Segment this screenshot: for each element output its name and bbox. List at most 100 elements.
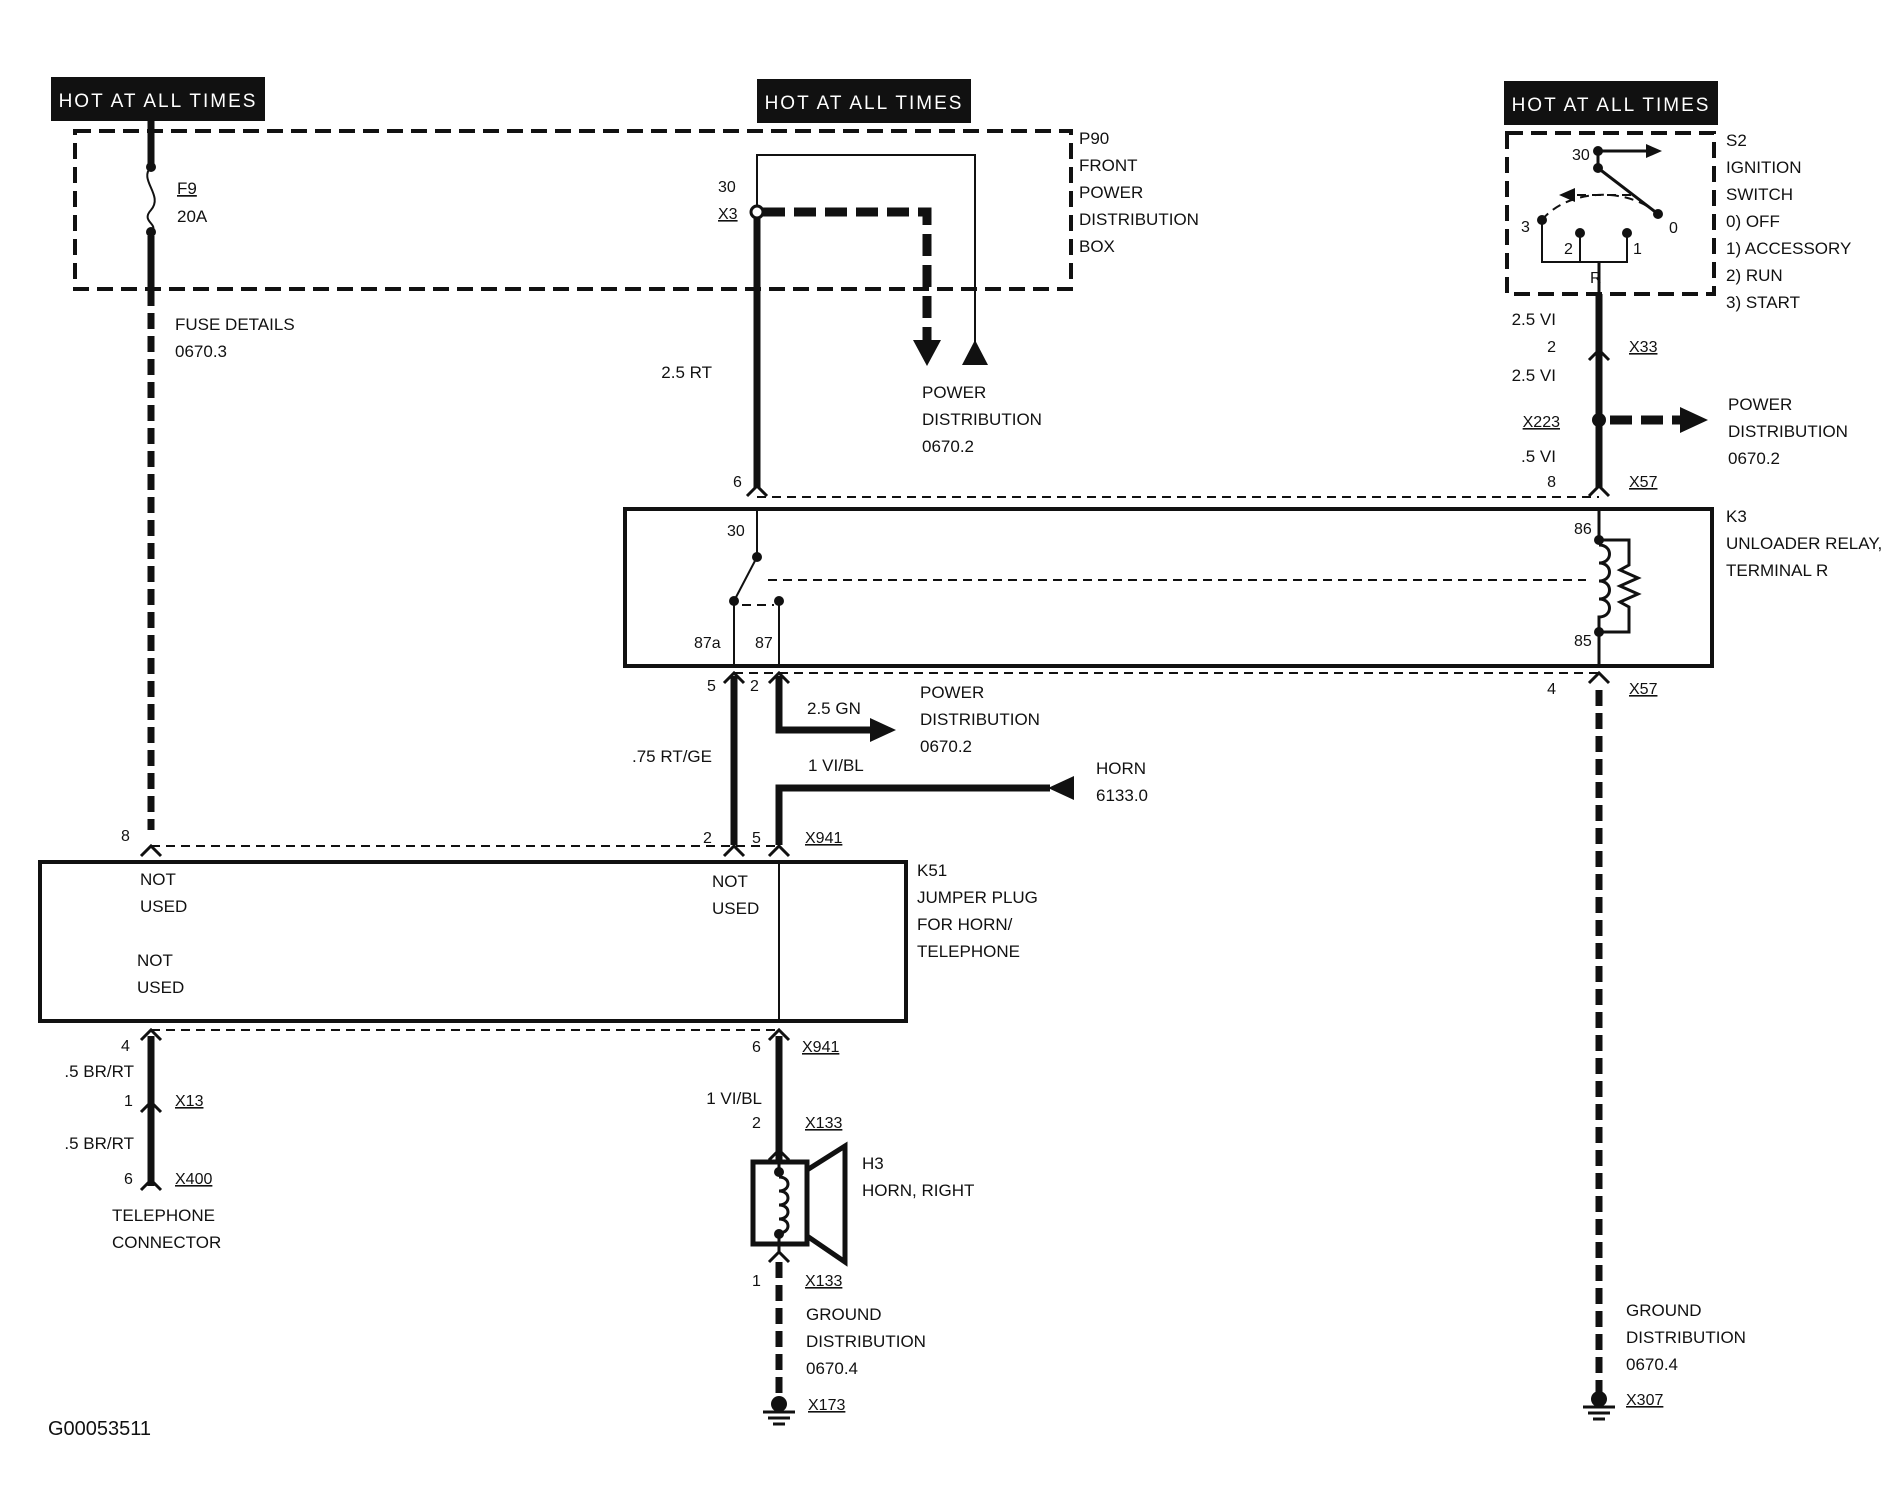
k51-id: K51 bbox=[917, 861, 947, 880]
h3-id: H3 bbox=[862, 1154, 884, 1173]
connector-chevron bbox=[722, 670, 746, 685]
ground-center-line1: GROUND bbox=[806, 1305, 882, 1324]
p90-line4: BOX bbox=[1079, 237, 1115, 256]
pin-5-rtge: 5 bbox=[707, 678, 716, 695]
k3-coil-icon bbox=[1594, 509, 1642, 666]
fuse-details-line2: 0670.3 bbox=[175, 342, 227, 361]
connector-chevron bbox=[139, 1027, 163, 1042]
pd-center-line3: 0670.2 bbox=[922, 437, 974, 456]
arrow-left-icon bbox=[1048, 776, 1074, 800]
wire-1-vi-bl-top bbox=[775, 784, 1050, 845]
connector-chevron bbox=[139, 843, 163, 858]
x173-label: X173 bbox=[808, 1397, 845, 1414]
connector-chevron bbox=[1587, 347, 1611, 362]
pin-1-x133: 1 bbox=[752, 1273, 761, 1290]
wire-vibl-top-label: 1 VI/BL bbox=[808, 756, 864, 775]
k3-pin-30: 30 bbox=[727, 523, 745, 540]
s2-line2: SWITCH bbox=[1726, 185, 1793, 204]
connector-chevron bbox=[767, 1027, 791, 1042]
s2-pin-3: 3 bbox=[1521, 219, 1530, 236]
x133-bottom-label: X133 bbox=[805, 1273, 842, 1290]
s2-line1: IGNITION bbox=[1726, 158, 1802, 177]
p90-line2: POWER bbox=[1079, 183, 1143, 202]
pin-6-x941: 6 bbox=[752, 1039, 761, 1056]
k3-pin-87a: 87a bbox=[694, 635, 721, 652]
s2-pos0: 0) OFF bbox=[1726, 212, 1780, 231]
header-center-text: HOT AT ALL TIMES bbox=[765, 93, 964, 114]
telephone-line1: TELEPHONE bbox=[112, 1206, 215, 1225]
k3-pin-86: 86 bbox=[1574, 521, 1592, 538]
p90-terminal-30: 30 bbox=[718, 179, 736, 196]
connector-chevron bbox=[767, 1249, 791, 1264]
pd-lower-line3: 0670.2 bbox=[920, 737, 972, 756]
wire-brrt-top-label: .5 BR/RT bbox=[64, 1062, 134, 1081]
header-left: HOT AT ALL TIMES bbox=[51, 77, 265, 121]
k51-nu3b: USED bbox=[137, 978, 184, 997]
arrow-right-icon bbox=[870, 718, 896, 742]
pd-lower-line2: DISTRIBUTION bbox=[920, 710, 1040, 729]
connector-chevron bbox=[767, 670, 791, 685]
x400-label: X400 bbox=[175, 1171, 212, 1188]
k3-id: K3 bbox=[1726, 507, 1747, 526]
pin-1-x13: 1 bbox=[124, 1093, 133, 1110]
pin-2-x33: 2 bbox=[1547, 339, 1556, 356]
fuse-rating: 20A bbox=[177, 207, 208, 226]
connector-chevron bbox=[745, 483, 769, 498]
k51-nu2a: NOT bbox=[712, 872, 748, 891]
ground-icon bbox=[763, 1396, 795, 1426]
pin-2-gn: 2 bbox=[750, 678, 759, 695]
pin-4-x57: 4 bbox=[1547, 681, 1556, 698]
wire-vi-top: 2.5 VI bbox=[1512, 310, 1556, 329]
ground-center-line2: DISTRIBUTION bbox=[806, 1332, 926, 1351]
pd-right-line3: 0670.2 bbox=[1728, 449, 1780, 468]
pin-2-x133: 2 bbox=[752, 1115, 761, 1132]
connector-chevron bbox=[139, 1177, 163, 1192]
x13-label: X13 bbox=[175, 1093, 204, 1110]
p90-bus-line bbox=[756, 154, 976, 350]
wire-vibl-bottom-label: 1 VI/BL bbox=[706, 1089, 762, 1108]
x941-bottom-label: X941 bbox=[802, 1039, 839, 1056]
horn-ref-line1: HORN bbox=[1096, 759, 1146, 778]
x223-splice bbox=[1592, 413, 1606, 427]
s2-pos2: 2) RUN bbox=[1726, 266, 1783, 285]
k51-nu3a: NOT bbox=[137, 951, 173, 970]
wire-vi-mid: 2.5 VI bbox=[1512, 366, 1556, 385]
s2-pin-30: 30 bbox=[1572, 147, 1590, 164]
s2-pin-1: 1 bbox=[1633, 241, 1642, 258]
header-right-text: HOT AT ALL TIMES bbox=[1512, 95, 1711, 116]
k51-nu1b: USED bbox=[140, 897, 187, 916]
pd-right-line1: POWER bbox=[1728, 395, 1792, 414]
ground-icon bbox=[1583, 1391, 1615, 1421]
p90-connector-x3: X3 bbox=[718, 206, 738, 223]
connector-chevron bbox=[1587, 670, 1611, 685]
wire-brrt-bottom-label: .5 BR/RT bbox=[64, 1134, 134, 1153]
pd-center-line1: POWER bbox=[922, 383, 986, 402]
ground-right-line1: GROUND bbox=[1626, 1301, 1702, 1320]
wire-vi-small: .5 VI bbox=[1521, 447, 1556, 466]
ignition-switch-symbol bbox=[1537, 144, 1663, 294]
wire-x3-power-dist bbox=[763, 207, 932, 340]
wire-gn-label: 2.5 GN bbox=[807, 699, 861, 718]
ground-center-line3: 0670.4 bbox=[806, 1359, 858, 1378]
k51-line2: FOR HORN/ bbox=[917, 915, 1013, 934]
k51-line1: JUMPER PLUG bbox=[917, 888, 1038, 907]
wire-rtge-label: .75 RT/GE bbox=[632, 747, 712, 766]
x57-bottom-label: X57 bbox=[1629, 681, 1658, 698]
pin-5-k51: 5 bbox=[752, 830, 761, 847]
x133-top-label: X133 bbox=[805, 1115, 842, 1132]
s2-pin-r: R bbox=[1590, 270, 1602, 287]
pin-6-x400: 6 bbox=[124, 1171, 133, 1188]
pin-6-rt: 6 bbox=[733, 474, 742, 491]
k3-pin-85: 85 bbox=[1574, 633, 1592, 650]
fuse-f9 bbox=[146, 121, 156, 290]
s2-pos3: 3) START bbox=[1726, 293, 1800, 312]
pin-4-k51: 4 bbox=[121, 1038, 130, 1055]
pd-center-line2: DISTRIBUTION bbox=[922, 410, 1042, 429]
arrow-up-icon bbox=[962, 340, 988, 365]
k51-nu2b: USED bbox=[712, 899, 759, 918]
k3-box bbox=[623, 507, 1714, 668]
p90-id: P90 bbox=[1079, 129, 1109, 148]
header-center: HOT AT ALL TIMES bbox=[757, 79, 971, 123]
pin-8-k51: 8 bbox=[121, 828, 130, 845]
h3-line1: HORN, RIGHT bbox=[862, 1181, 974, 1200]
